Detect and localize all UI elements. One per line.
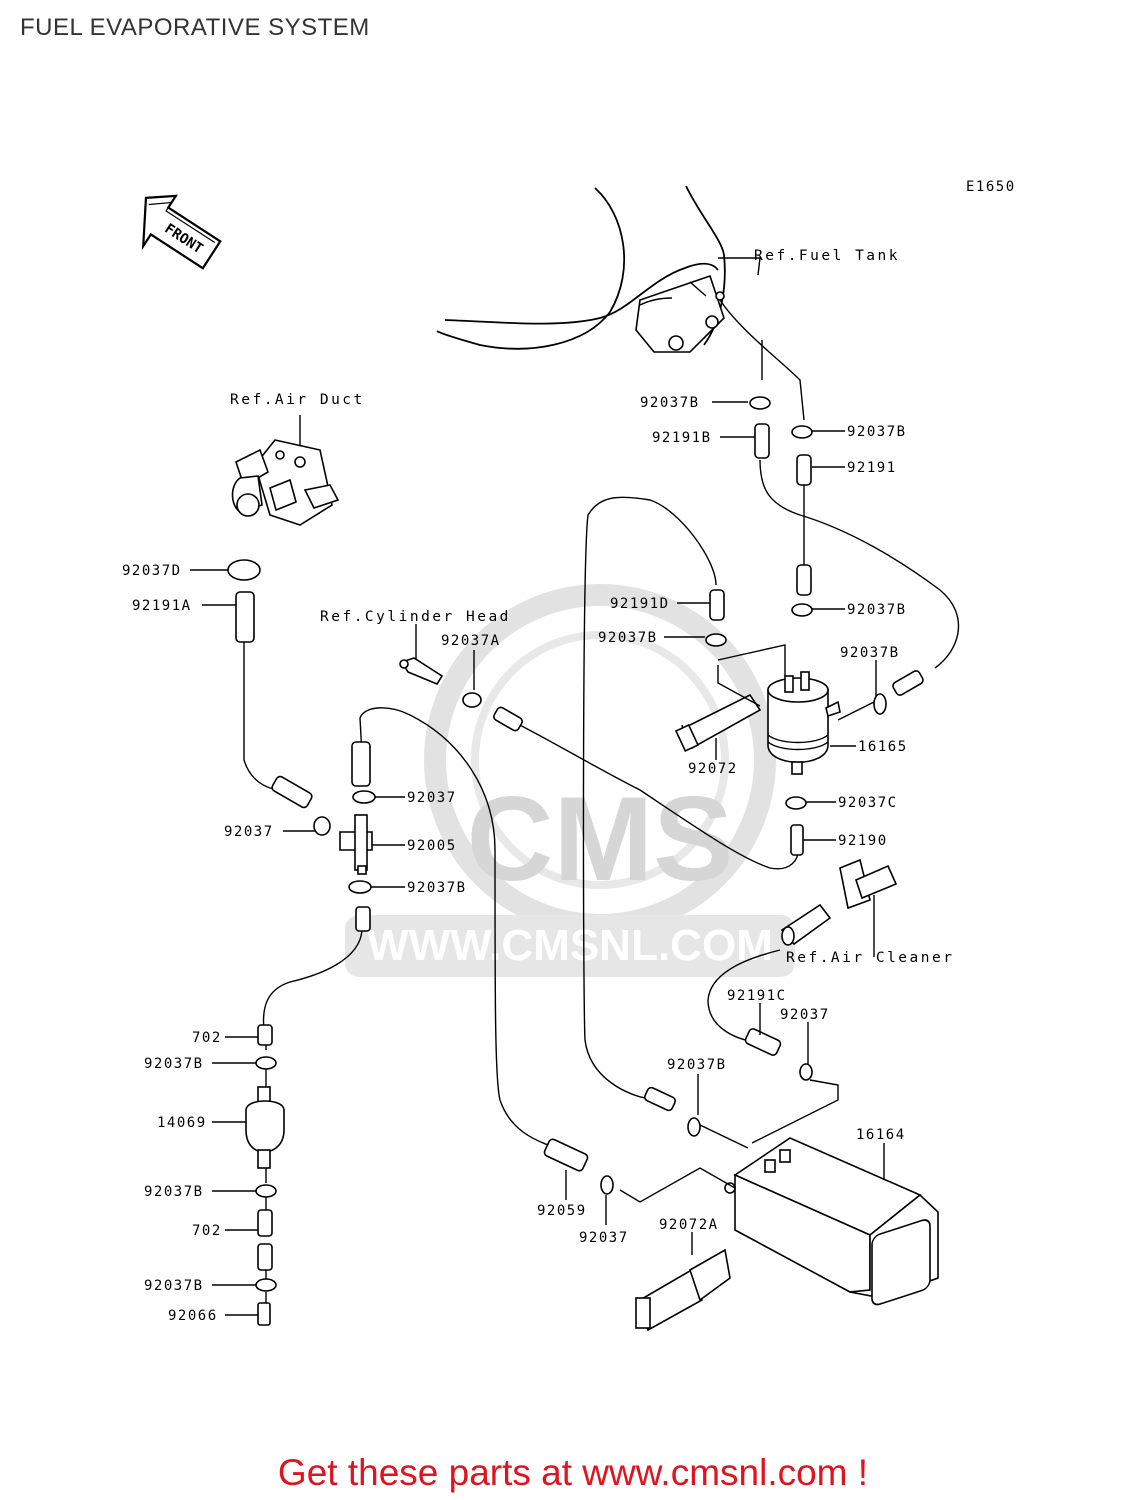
hose-92191c xyxy=(744,1028,782,1056)
fuel-filter-14069 xyxy=(245,1086,285,1169)
callout-92190: 92190 xyxy=(838,833,888,849)
air-cleaner-fitting xyxy=(780,858,898,946)
callout-702: 702 xyxy=(192,1223,222,1239)
clip-92037b-7 xyxy=(255,1056,277,1070)
clip-92037b-10 xyxy=(687,1117,701,1137)
callout-14069: 14069 xyxy=(157,1115,207,1131)
clip-92037b-6 xyxy=(348,880,372,894)
watermark-logo-text: CMS xyxy=(467,772,734,906)
callout-92037b: 92037B xyxy=(144,1278,204,1294)
fitting-92066 xyxy=(257,1302,271,1326)
ref-air-cleaner-label: Ref.Air Cleaner xyxy=(786,950,954,966)
hose-702-lower xyxy=(257,1209,273,1237)
leader-lines xyxy=(190,257,885,1316)
page-title: FUEL EVAPORATIVE SYSTEM xyxy=(20,14,370,41)
callout-92191c: 92191C xyxy=(727,988,787,1004)
bracket-92072 xyxy=(674,693,762,752)
ref-air-duct-label: Ref.Air Duct xyxy=(230,392,365,408)
front-direction-arrow: FRONT xyxy=(141,194,222,270)
clip-92037b-4 xyxy=(705,633,727,647)
hose-92059 xyxy=(543,1138,589,1172)
clips xyxy=(227,396,887,1292)
callout-92191d: 92191D xyxy=(610,596,670,612)
callout-92072: 92072 xyxy=(688,761,738,777)
callout-92037b: 92037B xyxy=(407,880,467,896)
clip-92037a xyxy=(462,692,482,708)
hose-upper-92037 xyxy=(351,741,371,787)
hose-pieces xyxy=(235,423,924,1326)
clip-92037b-1 xyxy=(749,396,771,410)
clip-92037b-9 xyxy=(255,1278,277,1292)
clip-92037b-3 xyxy=(791,603,813,617)
hose-segment xyxy=(355,906,371,932)
callout-92072a: 92072A xyxy=(659,1217,719,1233)
clip-92037d xyxy=(227,559,261,581)
clip-92037-right xyxy=(799,1063,813,1081)
callout-92037b: 92037B xyxy=(847,424,907,440)
callout-92037b: 92037B xyxy=(640,395,700,411)
canister-16164 xyxy=(724,1137,939,1306)
ref-fuel-tank-label: Ref.Fuel Tank xyxy=(754,248,900,264)
callout-92037: 92037 xyxy=(224,824,274,840)
callout-92037b: 92037B xyxy=(144,1056,204,1072)
hose-92191-lower xyxy=(796,564,812,596)
callout-92191: 92191 xyxy=(847,460,897,476)
clip-92037c xyxy=(785,796,807,810)
callout-92037: 92037 xyxy=(579,1230,629,1246)
hose-92191a xyxy=(235,591,255,643)
hose-92191b xyxy=(754,423,770,459)
hose-92037a xyxy=(493,706,523,732)
clip-92037b-2 xyxy=(791,425,813,439)
hose-92037b-lower xyxy=(643,1086,677,1112)
callout-92037b: 92037B xyxy=(840,645,900,661)
canister-16165 xyxy=(767,671,841,775)
callout-92037: 92037 xyxy=(407,790,457,806)
callout-16164: 16164 xyxy=(856,1127,906,1143)
callout-92037b: 92037B xyxy=(598,630,658,646)
callout-92037: 92037 xyxy=(780,1007,830,1023)
callout-92037c: 92037C xyxy=(838,795,898,811)
diagram-code: E1650 xyxy=(966,179,1016,195)
air-duct xyxy=(231,439,340,526)
callout-92037b: 92037B xyxy=(144,1184,204,1200)
callout-92059: 92059 xyxy=(537,1203,587,1219)
hose-92191 xyxy=(796,454,812,486)
watermark-url-text: WWW.CMSNL.COM xyxy=(367,921,773,970)
clip-92037b-5 xyxy=(873,693,887,715)
callout-702: 702 xyxy=(192,1030,222,1046)
callout-92191b: 92191B xyxy=(652,430,712,446)
hose-92190 xyxy=(790,824,804,856)
callout-92005: 92005 xyxy=(407,838,457,854)
ref-cylinder-head-label: Ref.Cylinder Head xyxy=(320,609,511,625)
clip-92037-upper xyxy=(352,790,376,804)
clip-92037-bottom xyxy=(600,1175,614,1195)
callout-92066: 92066 xyxy=(168,1308,218,1324)
hose-lower-92037 xyxy=(271,775,313,809)
callout-16165: 16165 xyxy=(858,739,908,755)
callout-92037b: 92037B xyxy=(667,1057,727,1073)
clip-92037-lower xyxy=(313,816,331,836)
hose-702-lower-b xyxy=(257,1243,273,1271)
cms-watermark: CMS WWW.CMSNL.COM xyxy=(345,584,795,977)
callout-92037b: 92037B xyxy=(847,602,907,618)
t-fitting-92005 xyxy=(339,814,373,875)
callout-92037d: 92037D xyxy=(122,563,182,579)
callout-92037a: 92037A xyxy=(441,633,501,649)
hose-right xyxy=(892,670,924,696)
bracket-92072a xyxy=(635,1248,731,1332)
hose-702-upper xyxy=(257,1024,273,1046)
clip-92037b-8 xyxy=(255,1184,277,1198)
cylinder-head-fitting xyxy=(399,657,444,685)
fuel-tank xyxy=(436,185,726,353)
hose-92191d xyxy=(709,589,725,621)
cta-banner[interactable]: Get these parts at www.cmsnl.com ! xyxy=(277,1452,869,1493)
callout-92191a: 92191A xyxy=(132,598,192,614)
